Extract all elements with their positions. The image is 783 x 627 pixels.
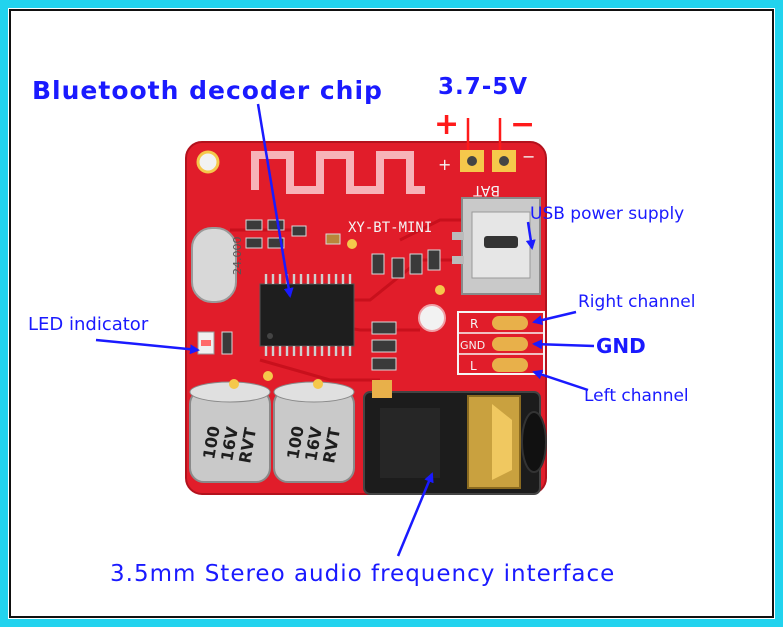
label-audio-jack: 3.5mm Stereo audio frequency interface <box>110 561 616 587</box>
audio-pad-box <box>457 311 545 375</box>
label-led-indicator: LED indicator <box>28 314 149 335</box>
label-right-channel: Right channel <box>578 292 696 312</box>
label-minus-sign: − <box>510 107 536 142</box>
label-plus-sign: + <box>434 107 460 142</box>
mount-hole-top <box>196 150 220 174</box>
antenna-trace <box>251 151 425 194</box>
arrow-jack <box>396 472 434 557</box>
smd-components <box>221 219 445 381</box>
label-left-channel: Left channel <box>584 386 689 406</box>
crystal-text: 24.000 <box>231 237 244 276</box>
inner-frame <box>9 9 774 618</box>
mount-hole-center <box>418 304 446 332</box>
board-bat-text: BAT <box>473 182 500 198</box>
pad-right <box>492 316 528 330</box>
board-pin-plus: + <box>438 155 451 174</box>
arrow-led <box>95 338 200 355</box>
arrow-usb <box>525 221 536 250</box>
pad-r-text: R <box>470 317 478 331</box>
label-bluetooth-chip: Bluetooth decoder chip <box>32 76 383 105</box>
arrow-chip <box>256 103 294 298</box>
board-pin-minus: − <box>522 147 535 166</box>
arrow-right-channel <box>532 310 577 326</box>
arrow-gnd <box>532 339 595 350</box>
decoder-chip <box>259 274 355 356</box>
label-usb-power: USB power supply <box>530 204 685 224</box>
pad-l-text: L <box>470 359 477 373</box>
capacitor-right: 100 16V RVT <box>273 379 355 483</box>
pad-left <box>492 358 528 372</box>
label-voltage: 3.7-5V <box>438 74 529 100</box>
label-gnd: GND <box>596 334 646 358</box>
arrow-left-channel <box>532 369 589 392</box>
audio-jack <box>363 380 547 495</box>
pad-gnd <box>492 337 528 351</box>
capacitor-left: 100 16V RVT <box>189 379 271 483</box>
board-model-text: XY-BT-MINI <box>348 220 432 236</box>
pad-gnd-text: GND <box>460 339 485 352</box>
crystal-oscillator <box>191 227 237 303</box>
